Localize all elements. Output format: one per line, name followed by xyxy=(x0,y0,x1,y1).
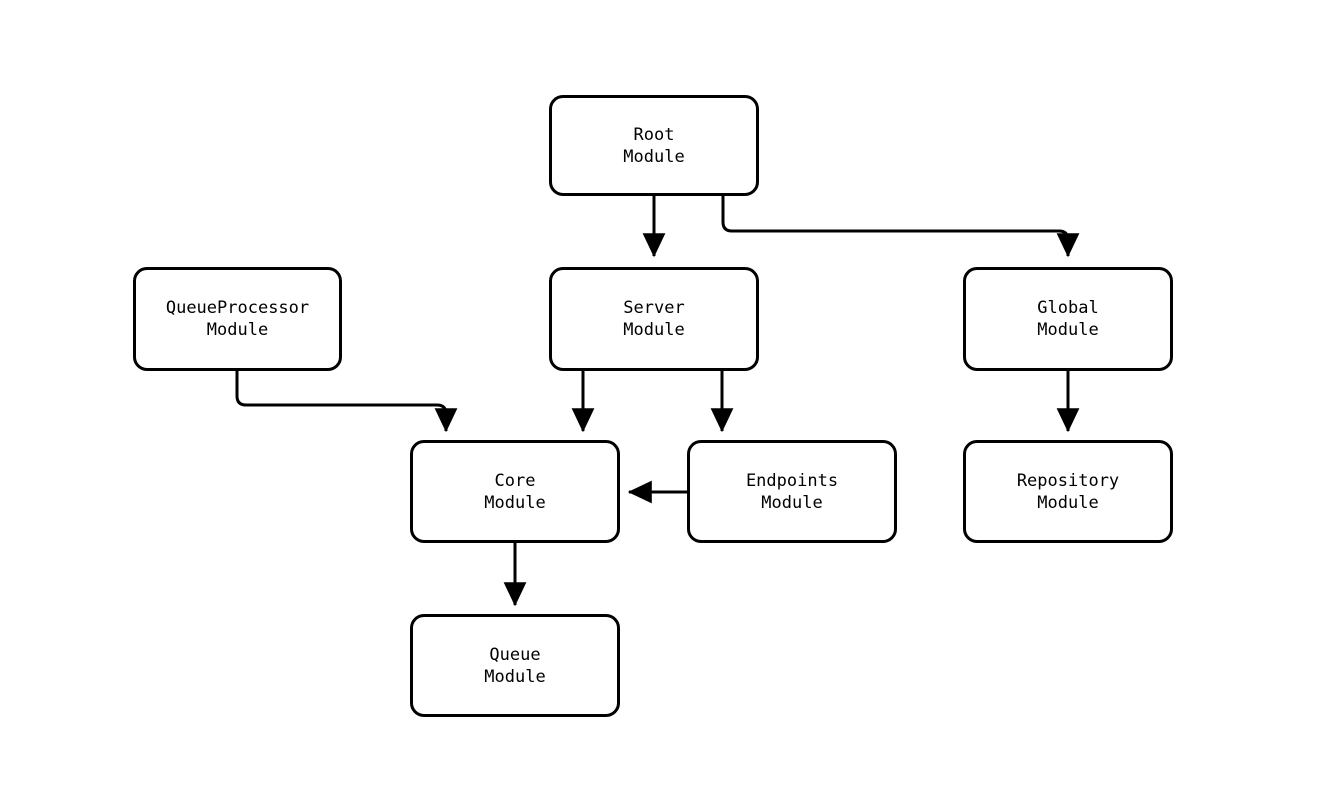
node-label-line2: Module xyxy=(623,320,685,340)
node-endpoints-module[interactable]: Endpoints Module xyxy=(687,440,897,543)
node-global-module[interactable]: Global Module xyxy=(963,267,1173,371)
node-root-module[interactable]: Root Module xyxy=(549,95,759,196)
node-queueprocessor-module[interactable]: QueueProcessor Module xyxy=(133,267,342,371)
node-label-line1: Endpoints xyxy=(745,470,839,491)
node-label-line1: Global xyxy=(1037,298,1099,318)
node-label-line2: Module xyxy=(761,492,823,513)
node-repository-module[interactable]: Repository Module xyxy=(963,440,1173,543)
edge-queueprocessor-to-core xyxy=(235,371,458,433)
node-label-line1: Repository xyxy=(1016,470,1120,491)
node-label-line2: Module xyxy=(1037,320,1099,340)
node-label-line1: Core xyxy=(494,470,536,491)
node-core-module[interactable]: Core Module xyxy=(410,440,620,543)
node-queue-module[interactable]: Queue Module xyxy=(410,614,620,717)
node-label-line2: Module xyxy=(623,146,685,167)
node-label-line1: Queue xyxy=(489,644,541,665)
node-label-line1: QueueProcessor xyxy=(165,298,310,318)
edge-root-to-global xyxy=(721,196,1080,258)
node-label-line2: Module xyxy=(484,666,546,687)
node-label-line2: Module xyxy=(484,492,546,513)
node-label-line2: Module xyxy=(206,320,269,340)
node-label-line1: Root xyxy=(633,124,675,145)
node-server-module[interactable]: Server Module xyxy=(549,267,759,371)
node-label-line2: Module xyxy=(1037,492,1099,513)
node-label-line1: Server xyxy=(623,298,685,318)
